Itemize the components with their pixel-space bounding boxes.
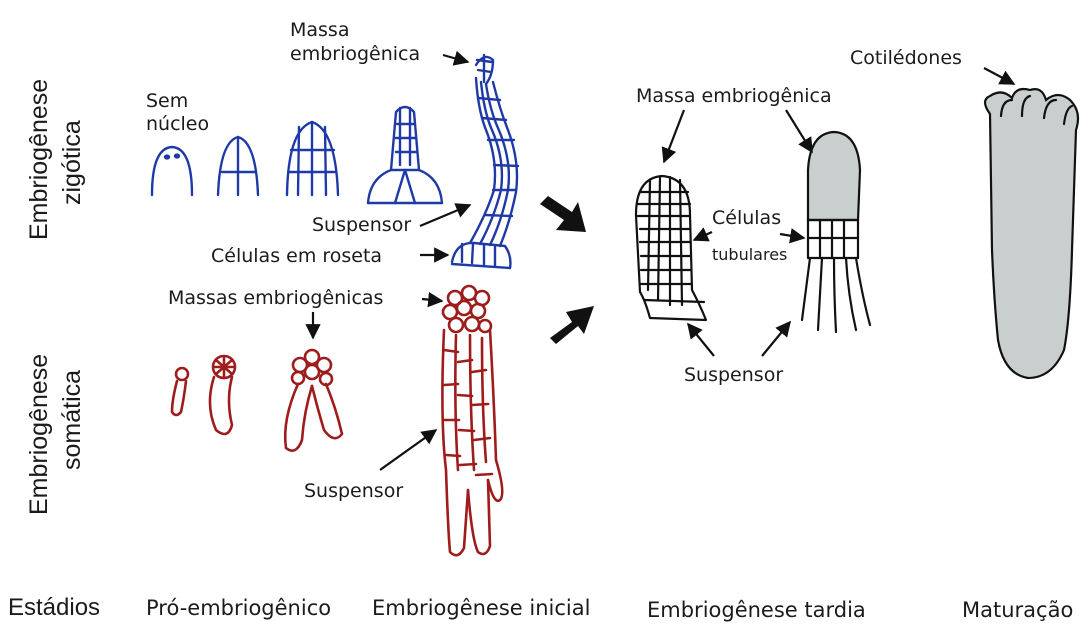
- stage-pro-embriogenico: Pró-embriogênico: [146, 596, 331, 620]
- arrow-suspensor-somatic: [380, 430, 436, 470]
- somatic-proembryo-2: [210, 356, 235, 434]
- arrow-suspensor-late-right: [762, 322, 790, 356]
- stage-embriogenese-inicial: Embriogênese inicial: [372, 596, 590, 620]
- label-suspensor-somatic: Suspensor: [304, 480, 403, 502]
- label-tubulares: tubulares: [712, 245, 787, 264]
- row-label-zygotic-line1: Embriogênese: [25, 79, 53, 240]
- label-celulas-roseta: Células em roseta: [211, 245, 382, 267]
- arrow-massa-mid-right: [786, 110, 812, 152]
- label-suspensor-late: Suspensor: [684, 364, 783, 386]
- arrow-massa-top: [443, 55, 468, 62]
- zygotic-early-embryo: [452, 55, 518, 268]
- row-label-somatic-line2: somática: [58, 370, 86, 470]
- arrow-suspensor-late-left: [688, 324, 714, 356]
- row-label-somatic-line1: Embriogênese: [25, 354, 53, 515]
- stage-title: Estádios: [8, 594, 100, 621]
- zygotic-proembryo-1: [152, 147, 192, 195]
- row-label-zygotic-line2: zigótica: [58, 120, 86, 205]
- somatic-early-embryo: [442, 286, 502, 555]
- label-sem-nucleo-1: Sem: [146, 90, 188, 112]
- label-celulas: Células: [712, 207, 781, 229]
- arrow-celulas-right: [780, 234, 804, 238]
- zygotic-proembryo-4: [368, 107, 442, 203]
- label-cotiledones: Cotilédones: [850, 47, 962, 69]
- label-suspensor-zygotic: Suspensor: [312, 214, 411, 236]
- stage-maturacao: Maturação: [962, 598, 1073, 622]
- arrow-celulas-left: [694, 232, 712, 240]
- somatic-proembryo-3: [285, 350, 342, 451]
- label-massa-mid: Massa embriogênica: [636, 85, 832, 107]
- arrow-massas-right: [422, 299, 442, 301]
- arrow-massa-mid-left: [664, 110, 684, 162]
- arrow-cotiledones: [984, 68, 1014, 84]
- late-embryo-1: [636, 176, 706, 320]
- row-label-somatic: Embriogênese somática: [25, 354, 86, 515]
- stage-embriogenese-tardia: Embriogênese tardia: [647, 598, 866, 622]
- arrow-suspensor-zygotic: [420, 205, 470, 226]
- label-sem-nucleo-2: núcleo: [146, 113, 209, 135]
- big-arrow-zygotic: [540, 196, 586, 232]
- zygotic-proembryo-3: [287, 122, 338, 195]
- label-massa-top-1: Massa: [290, 19, 349, 41]
- late-embryo-2: [802, 132, 870, 332]
- label-massas-embriogenicas: Massas embriogênicas: [168, 287, 383, 309]
- mature-embryo: [985, 89, 1078, 378]
- label-massa-top-2: embriogênica: [290, 43, 420, 65]
- row-label-zygotic: Embriogênese zigótica: [25, 79, 86, 240]
- zygotic-proembryo-2: [218, 137, 258, 195]
- big-arrow-somatic: [550, 306, 594, 344]
- somatic-proembryo-1: [172, 368, 188, 415]
